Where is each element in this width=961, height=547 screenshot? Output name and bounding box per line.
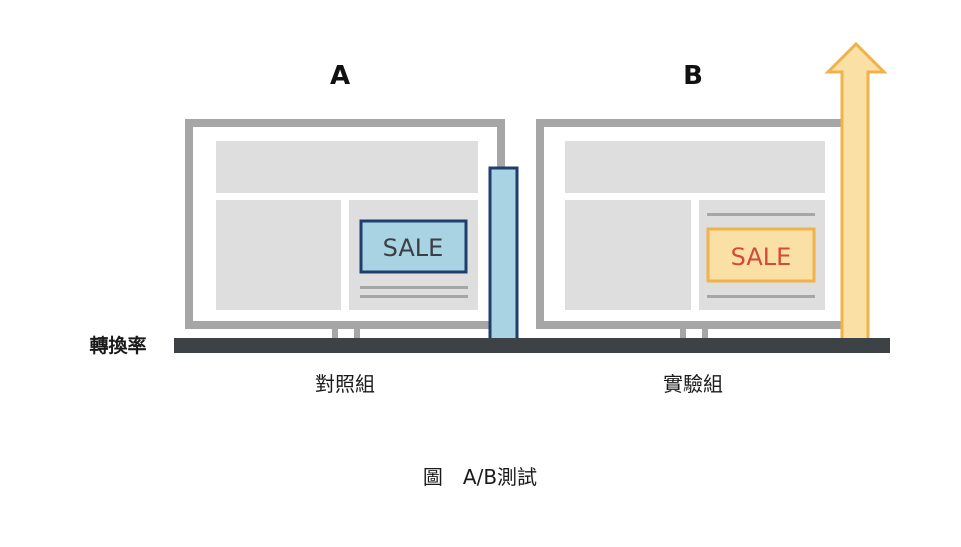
sale-badge-b [706,227,816,283]
monitor-b: SALE [536,119,856,341]
monitor-b-text-line-1 [707,213,815,216]
group-label-a: 對照組 [315,372,375,396]
monitor-a-left-block [216,200,341,310]
monitor-a-text-line-1 [360,286,468,289]
monitor-b-stand-right [702,329,708,341]
monitor-a-stand-left [332,329,338,341]
variant-b-heading: B [683,61,703,91]
monitor-a-stand-right [354,329,360,341]
sale-badge-a [359,219,468,274]
conversion-arrow-b [824,41,888,343]
monitor-b-left-block [565,200,691,310]
monitor-a-text-line-2 [360,295,468,298]
sale-badge-a-text: SALE [383,234,444,262]
monitor-a-header-block [216,141,478,193]
figure-caption: 圖 A/B測試 [423,465,537,489]
sale-badge-b-text: SALE [731,243,792,271]
monitor-b-text-line-2 [707,295,815,298]
variant-a-heading: A [330,61,350,91]
monitor-a: SALE [185,119,505,341]
conversion-bar-a [488,166,519,342]
monitor-b-header-block [565,141,825,193]
monitor-b-stand-left [680,329,686,341]
group-label-b: 實驗組 [663,372,723,396]
baseline-bar [174,338,890,353]
axis-label: 轉換率 [89,334,146,357]
